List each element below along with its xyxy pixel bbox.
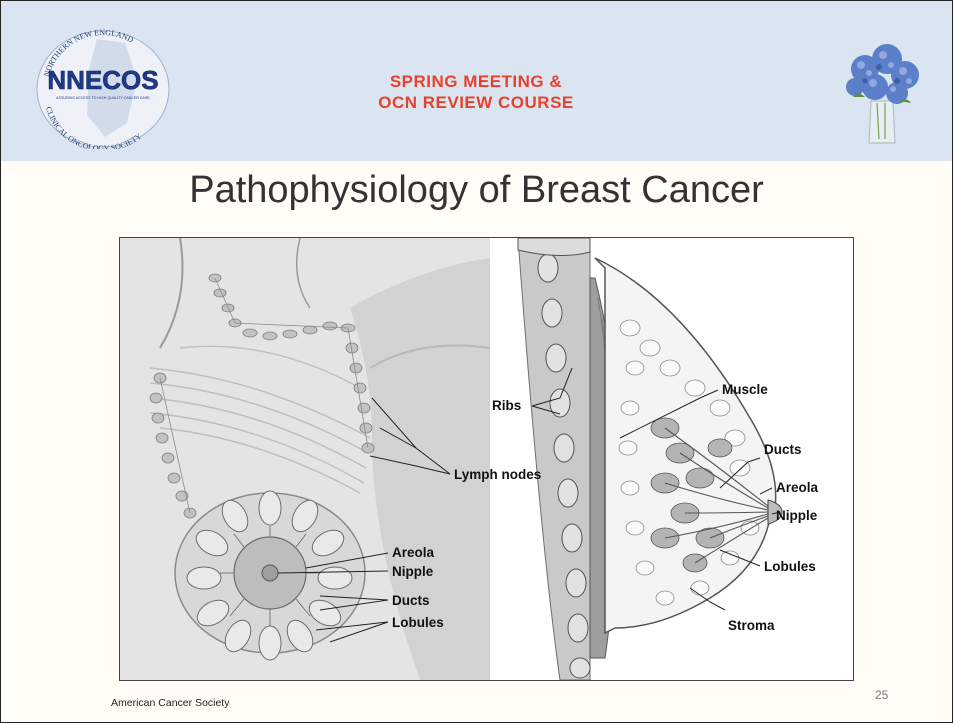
logo-tagline: ASSURING ACCESS TO HIGH QUALITY CANCER C… bbox=[56, 96, 150, 100]
label-nipple-front: Nipple bbox=[392, 564, 434, 579]
nnecos-logo: NORTHERN NEW ENGLAND CLINICAL ONCOLOGY S… bbox=[27, 19, 179, 149]
breast-anatomy-illustration: Lymph nodes Areola Nipple Ducts Lobules … bbox=[119, 237, 854, 681]
label-stroma: Stroma bbox=[728, 618, 775, 633]
label-lobules-front: Lobules bbox=[392, 615, 444, 630]
meeting-title: SPRING MEETING & OCN REVIEW COURSE bbox=[331, 71, 621, 113]
label-ducts-side: Ducts bbox=[764, 442, 802, 457]
label-areola-front: Areola bbox=[392, 545, 435, 560]
label-areola-side: Areola bbox=[776, 480, 819, 495]
label-muscle: Muscle bbox=[722, 382, 768, 397]
hydrangea-vase-image bbox=[835, 39, 929, 149]
meeting-line-1: SPRING MEETING & bbox=[331, 71, 621, 92]
label-lobules-side: Lobules bbox=[764, 559, 816, 574]
meeting-line-2: OCN REVIEW COURSE bbox=[331, 92, 621, 113]
anatomy-drawing: Lymph nodes Areola Nipple Ducts Lobules … bbox=[120, 238, 853, 680]
logo-wordmark: NNECOS bbox=[47, 65, 158, 95]
page-number: 25 bbox=[875, 688, 888, 702]
label-ducts-front: Ducts bbox=[392, 593, 430, 608]
source-citation: American Cancer Society bbox=[111, 697, 229, 709]
label-ribs: Ribs bbox=[492, 398, 521, 413]
header-banner: NORTHERN NEW ENGLAND CLINICAL ONCOLOGY S… bbox=[1, 1, 952, 161]
slide-title: Pathophysiology of Breast Cancer bbox=[1, 169, 952, 212]
label-lymph-nodes: Lymph nodes bbox=[454, 467, 541, 482]
label-nipple-side: Nipple bbox=[776, 508, 818, 523]
